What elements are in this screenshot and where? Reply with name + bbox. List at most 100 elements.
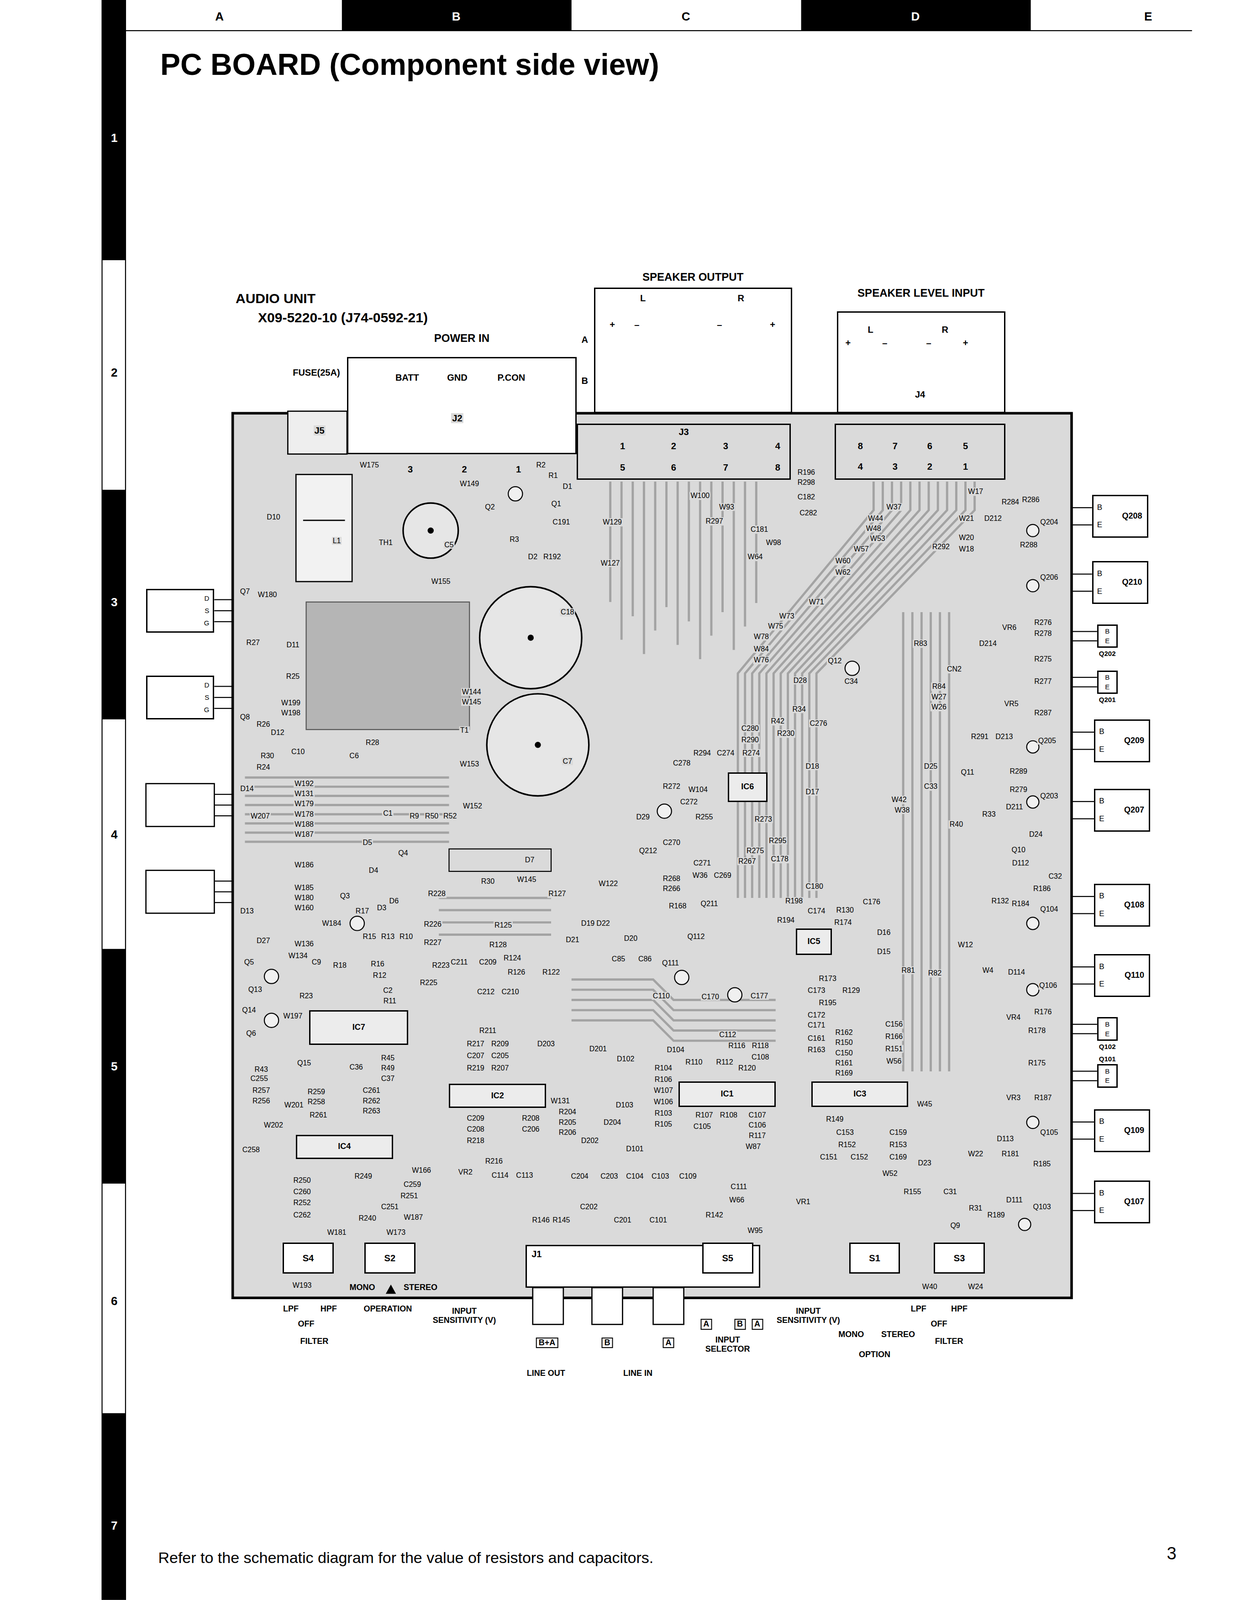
inductor-mark (303, 520, 346, 522)
connector-block: J3 (576, 423, 791, 480)
part-label: R288 (1019, 541, 1039, 550)
part-label: R208 (520, 1114, 541, 1123)
part-label: C109 (678, 1172, 698, 1181)
part-label: R230 (776, 729, 796, 738)
transistor-lead-box: BEQ110 (1093, 954, 1151, 998)
frame-band (801, 0, 1031, 31)
part-label: TH1 (378, 538, 394, 547)
part-label: R267 (737, 857, 757, 866)
grid-reference: B (452, 10, 461, 24)
component-lead (214, 599, 233, 601)
part-label: R106 (653, 1075, 674, 1084)
part-label: C1 (382, 809, 394, 818)
part-label: R176 (1033, 1008, 1053, 1017)
part-label: W44 (867, 514, 884, 523)
part-label: Q212 (638, 846, 658, 856)
part-label: W184 (320, 919, 342, 928)
copper-trace (642, 481, 646, 655)
part-label: R198 (784, 897, 804, 906)
component-lead (1071, 1193, 1094, 1194)
part-label: C169 (888, 1153, 908, 1162)
control-label: OFF (930, 1319, 947, 1330)
part-label: R209 (490, 1040, 510, 1049)
node-label: Q102 (1099, 1043, 1116, 1052)
part-label: W100 (689, 492, 711, 501)
component-lead (1071, 801, 1094, 803)
node-label: POWER IN (434, 331, 490, 344)
switch-box: S1 (849, 1242, 901, 1274)
part-label: R3 (508, 536, 520, 545)
node-label: S3 (953, 1253, 965, 1264)
node-label: B (1099, 962, 1105, 972)
part-label: R146 (531, 1216, 551, 1226)
part-label: C276 (808, 719, 828, 728)
part-label: W66 (728, 1196, 746, 1205)
component-lead (1071, 1033, 1098, 1035)
part-label: R175 (1027, 1059, 1047, 1068)
component-body (1026, 1116, 1040, 1129)
part-label: W199 (280, 699, 302, 708)
control-label: LINE IN (623, 1369, 653, 1379)
node-label: E (1099, 1135, 1105, 1145)
part-label: C258 (241, 1146, 261, 1155)
part-label: C112 (718, 1030, 737, 1040)
part-label: VR2 (457, 1168, 474, 1177)
part-label: R161 (834, 1059, 854, 1068)
part-label: Q10 (1010, 846, 1027, 855)
component-body (674, 970, 689, 985)
node-label: D (204, 681, 210, 689)
pin-number: 8 (857, 441, 864, 452)
part-label: R45 (380, 1054, 396, 1063)
part-label: R129 (841, 987, 861, 996)
part-label: C282 (798, 509, 818, 518)
part-label: R18 (332, 961, 348, 970)
component-lead (1071, 731, 1094, 733)
copper-trace (631, 481, 634, 617)
fet-lead-box: DSG (146, 675, 215, 720)
part-label: C180 (804, 883, 825, 892)
copper-trace (737, 481, 874, 899)
pin-number: 2 (460, 464, 468, 475)
part-label: W152 (462, 802, 484, 811)
part-label: C271 (692, 859, 712, 868)
connector-label: L (640, 293, 646, 304)
pin-number: 7 (891, 441, 899, 452)
control-label: MONO (838, 1330, 864, 1340)
part-label: D18 (804, 762, 821, 771)
part-label: W198 (280, 709, 302, 718)
node-label: IC5 (807, 937, 821, 947)
part-label: D4 (368, 866, 379, 875)
ic-outline: IC5 (795, 928, 832, 956)
part-label: R122 (541, 968, 561, 977)
capacitor-outline (479, 586, 583, 689)
ic-outline: IC3 (811, 1081, 909, 1108)
footnote: Refer to the schematic diagram for the v… (157, 1549, 654, 1567)
part-label: D1 (562, 482, 574, 491)
part-label: W24 (967, 1283, 984, 1292)
pin-number: 5 (619, 462, 626, 473)
frame-band (102, 1413, 126, 1600)
part-label: VR5 (1003, 700, 1020, 709)
part-label: R12 (372, 971, 388, 980)
part-label: C251 (380, 1203, 400, 1212)
part-label: R284 (1000, 498, 1021, 507)
part-label: W78 (752, 632, 770, 642)
connector-label: P.CON (497, 372, 526, 383)
part-label: C151 (819, 1153, 839, 1162)
switch-box: S4 (282, 1242, 334, 1274)
node-label: B (1099, 1117, 1105, 1127)
part-label: D25 (923, 762, 939, 771)
grid-reference: E (1144, 10, 1152, 24)
part-label: R162 (834, 1028, 854, 1037)
part-label: VR6 (1001, 623, 1018, 632)
part-label: W84 (752, 645, 770, 654)
part-label: Q12 (826, 657, 843, 666)
node-label: B (1099, 727, 1105, 737)
part-label: C272 (679, 798, 699, 807)
part-label: C33 (923, 783, 939, 792)
part-label: R124 (502, 954, 522, 963)
part-label: R255 (694, 813, 714, 822)
part-label: R151 (884, 1045, 904, 1054)
pin-number: 1 (962, 461, 969, 472)
part-label: R252 (292, 1199, 312, 1208)
